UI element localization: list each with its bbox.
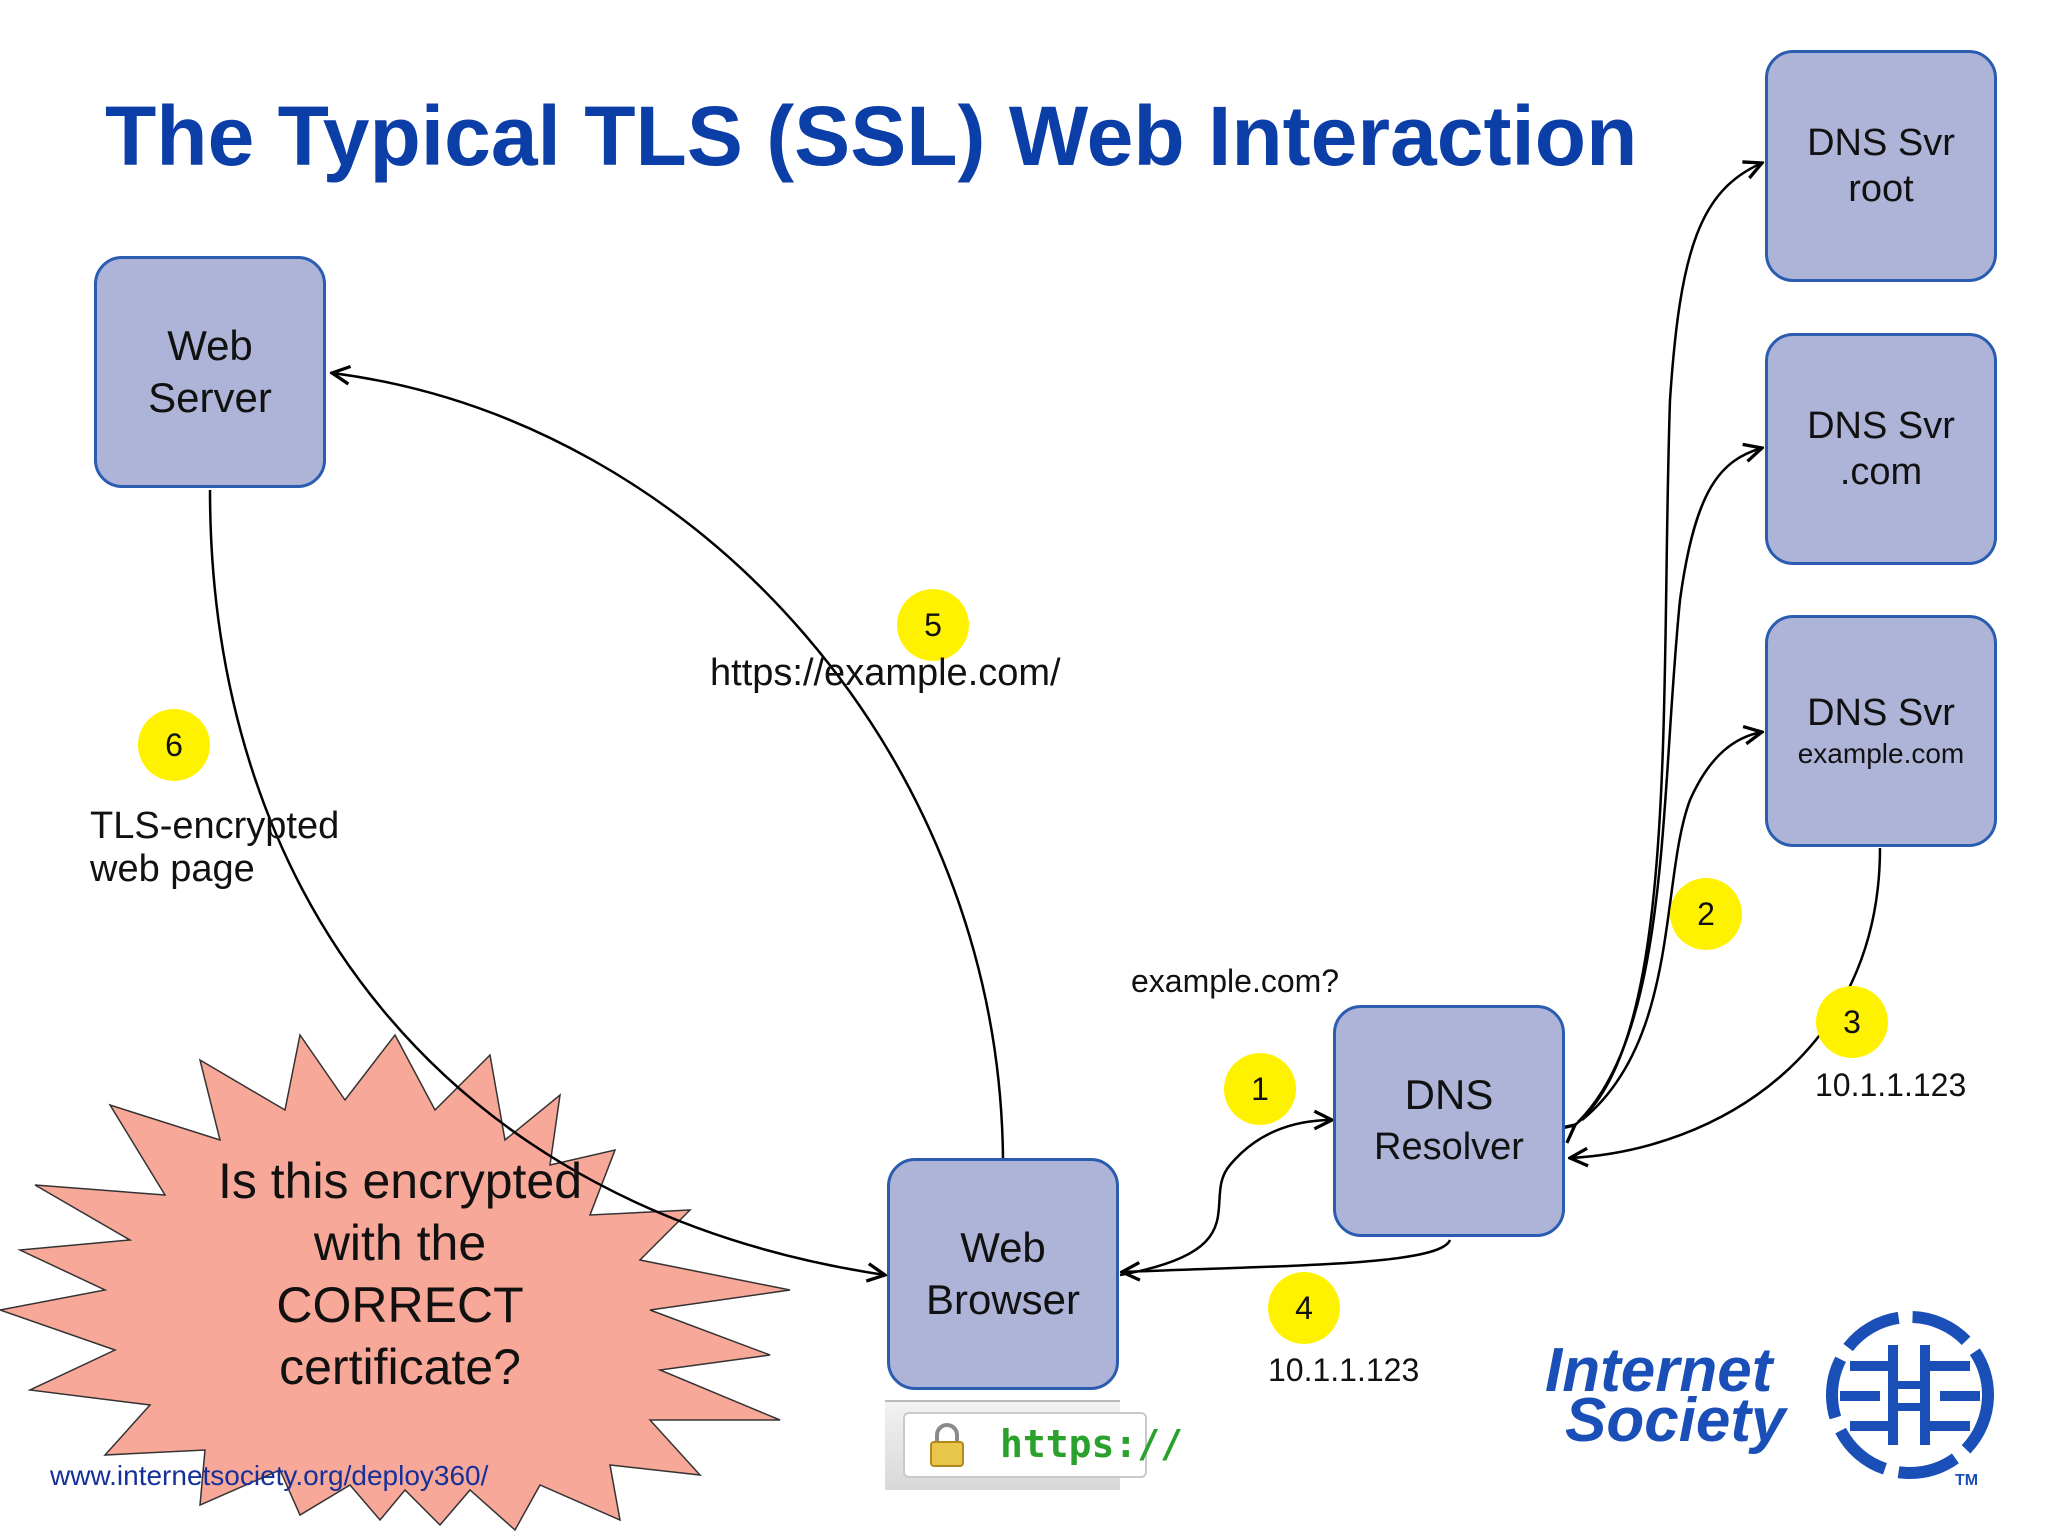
arrow-browser-to-resolver	[1119, 1120, 1332, 1277]
node-label-line2: Browser	[925, 1276, 1081, 1323]
arrow-browser-to-webserver	[332, 373, 1005, 1161]
node-label-line1: DNS	[1404, 1071, 1494, 1118]
internet-society-globe-icon	[1826, 1311, 1994, 1479]
padlock-icon	[930, 1423, 964, 1467]
node-dns-resolver: DNS Resolver	[1333, 1005, 1565, 1237]
logo-trademark: TM	[1955, 1472, 1979, 1489]
node-label-line2: Server	[148, 374, 272, 421]
arrow-example-to-resolver	[1570, 847, 1882, 1158]
step-badge-5: 5	[897, 589, 969, 661]
node-dns-root: DNS Svr root	[1765, 50, 1997, 282]
query-label: example.com?	[1131, 963, 1340, 999]
step-badge-3: 3	[1816, 986, 1888, 1058]
arrow-resolver-example	[1581, 732, 1762, 1121]
arrow-webserver-to-browser	[208, 489, 885, 1275]
node-label-line1: DNS Svr	[1807, 122, 1955, 164]
arrow-resolver-com	[1577, 448, 1762, 1123]
step6-label-line1: TLS-encrypted	[90, 805, 340, 847]
step-badge-4: 4	[1268, 1272, 1340, 1344]
step5-url-label: https://example.com/	[710, 652, 1061, 694]
step3-answer-label: 10.1.1.123	[1815, 1067, 1967, 1103]
arrow-resolver-to-browser	[1122, 1239, 1452, 1272]
logo-line2: Society	[1565, 1386, 1786, 1455]
logo-line1: Internet	[1545, 1336, 1773, 1405]
callout-line-2: with the	[313, 1215, 487, 1271]
node-web-server: Web Server	[94, 256, 326, 488]
node-label-line1: Web	[167, 322, 253, 369]
step-badge-2: 2	[1670, 878, 1742, 950]
address-bar-field: https://	[903, 1412, 1183, 1478]
address-bar-text: https://	[1000, 1422, 1184, 1466]
node-label-line2: Resolver	[1374, 1126, 1524, 1168]
node-web-browser: Web Browser	[887, 1158, 1119, 1390]
step4-answer-label: 10.1.1.123	[1268, 1352, 1420, 1388]
arrow-resolver-root	[1575, 163, 1762, 1125]
node-label-line2: example.com	[1797, 738, 1965, 769]
callout-line-3: CORRECT	[276, 1277, 524, 1333]
callout-line-1: Is this encrypted	[217, 1153, 583, 1209]
node-label-line1: Web	[960, 1224, 1046, 1271]
node-label-line1: DNS Svr	[1807, 405, 1955, 447]
node-dns-com: DNS Svr .com	[1765, 333, 1997, 565]
step-badge-6: 6	[138, 709, 210, 781]
page-title: The Typical TLS (SSL) Web Interaction	[105, 89, 1638, 183]
step-badge-1: 1	[1224, 1053, 1296, 1125]
step6-label-line2: web page	[90, 848, 255, 890]
address-bar-snippet: https://	[885, 1400, 1183, 1490]
callout-line-4: certificate?	[279, 1339, 521, 1395]
node-dns-example: DNS Svr example.com	[1765, 615, 1997, 847]
node-label-line1: DNS Svr	[1807, 692, 1955, 734]
footer-url[interactable]: www.internetsociety.org/deploy360/	[50, 1460, 489, 1491]
node-label-line2: .com	[1839, 451, 1923, 493]
callout-text: Is this encrypted with the CORRECT certi…	[190, 1150, 610, 1398]
node-label-line2: root	[1848, 168, 1914, 210]
